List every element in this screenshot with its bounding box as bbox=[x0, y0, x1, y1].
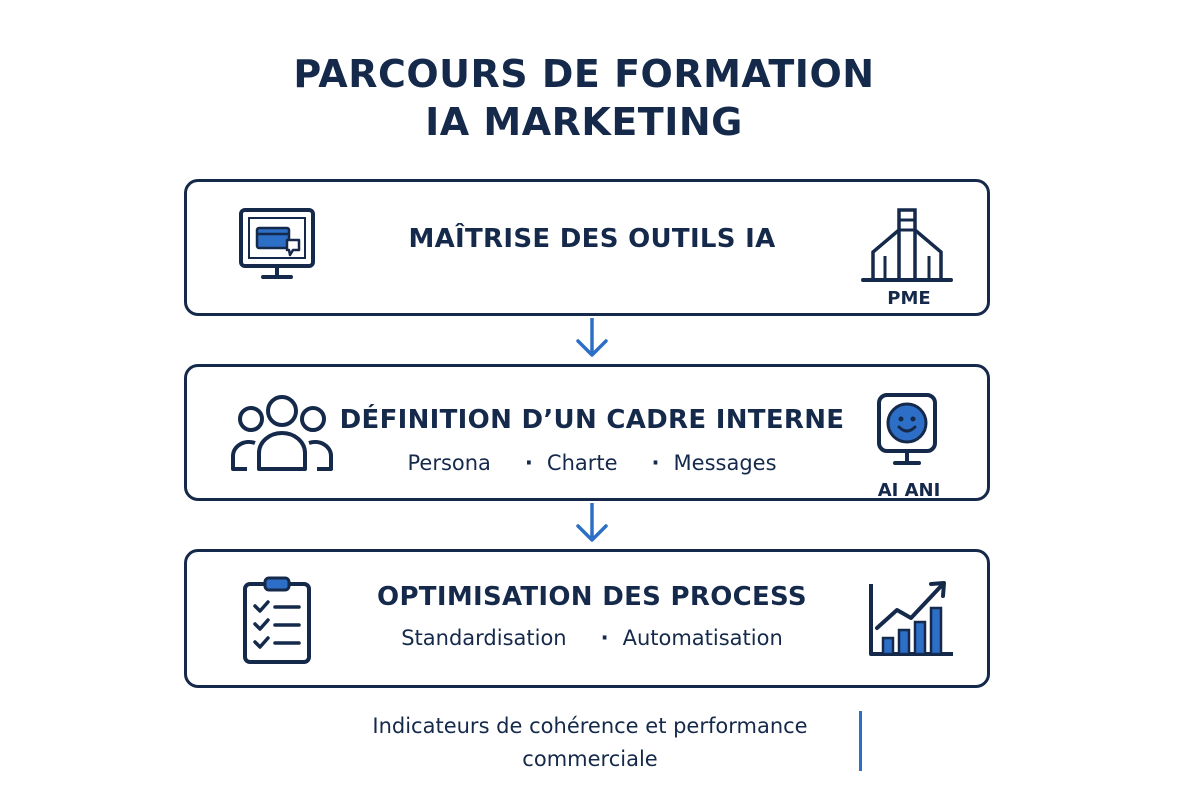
footer-accent-bar bbox=[859, 711, 862, 771]
footer-caption: Indicateurs de cohérence et performance … bbox=[320, 710, 860, 776]
page-title: PARCOURS DE FORMATION IA MARKETING bbox=[0, 50, 1168, 146]
item-automatisation: Automatisation bbox=[622, 626, 783, 650]
ai-smiley-screen-icon bbox=[857, 381, 957, 485]
people-group-icon bbox=[227, 389, 337, 477]
building-caption: PME bbox=[887, 288, 931, 309]
ai-caption: AI ANI bbox=[877, 480, 941, 501]
title-line-1: PARCOURS DE FORMATION bbox=[293, 52, 875, 96]
bullet-separator: · bbox=[524, 451, 533, 475]
step-card-2: DÉFINITION D’UN CADRE INTERNE Persona · … bbox=[184, 364, 990, 501]
step-card-1: MAÎTRISE DES OUTILS IA PME bbox=[184, 179, 990, 316]
step-2-title: DÉFINITION D’UN CADRE INTERNE bbox=[339, 405, 845, 435]
bullet-separator: · bbox=[651, 451, 660, 475]
building-icon bbox=[857, 196, 957, 292]
item-persona: Persona bbox=[407, 451, 491, 475]
footer-line-1: Indicateurs de cohérence et performance bbox=[372, 714, 808, 738]
step-card-3: OPTIMISATION DES PROCESS Standardisation… bbox=[184, 549, 990, 688]
computer-monitor-icon bbox=[227, 204, 327, 288]
item-charte: Charte bbox=[546, 451, 618, 475]
arrow-down-icon bbox=[572, 501, 612, 553]
item-standardisation: Standardisation bbox=[401, 626, 567, 650]
step-2-items: Persona · Charte · Messages bbox=[337, 451, 847, 475]
step-3-items: Standardisation · Automatisation bbox=[337, 626, 847, 650]
title-line-2: IA MARKETING bbox=[425, 100, 743, 144]
footer-line-2: commerciale bbox=[522, 747, 658, 771]
item-messages: Messages bbox=[673, 451, 777, 475]
step-1-title: MAÎTRISE DES OUTILS IA bbox=[408, 224, 776, 254]
step-3-title: OPTIMISATION DES PROCESS bbox=[377, 582, 807, 612]
arrow-down-icon bbox=[572, 316, 612, 368]
checklist-clipboard-icon bbox=[227, 574, 327, 670]
growth-chart-icon bbox=[857, 566, 957, 670]
bullet-separator: · bbox=[600, 626, 609, 650]
